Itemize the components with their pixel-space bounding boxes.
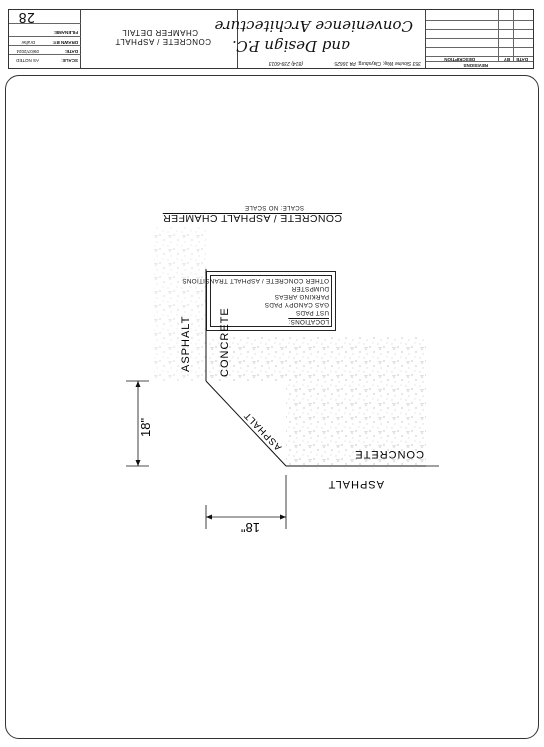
label-asphalt-vertical: ASPHALT <box>180 316 192 372</box>
label-asphalt-horizontal: ASPHALT <box>328 478 384 490</box>
label-dim-horizontal: 18" <box>241 520 260 535</box>
label-dim-vertical: 18" <box>138 418 153 437</box>
label-concrete-vertical: CONCRETE <box>219 307 231 377</box>
asphalt-hatch <box>154 227 206 381</box>
label-asphalt-diagonal: ASPHALT <box>242 409 284 452</box>
label-concrete-horizontal: CONCRETE <box>354 448 424 460</box>
concrete-hatch <box>204 337 426 469</box>
chamfer-line <box>205 380 287 467</box>
